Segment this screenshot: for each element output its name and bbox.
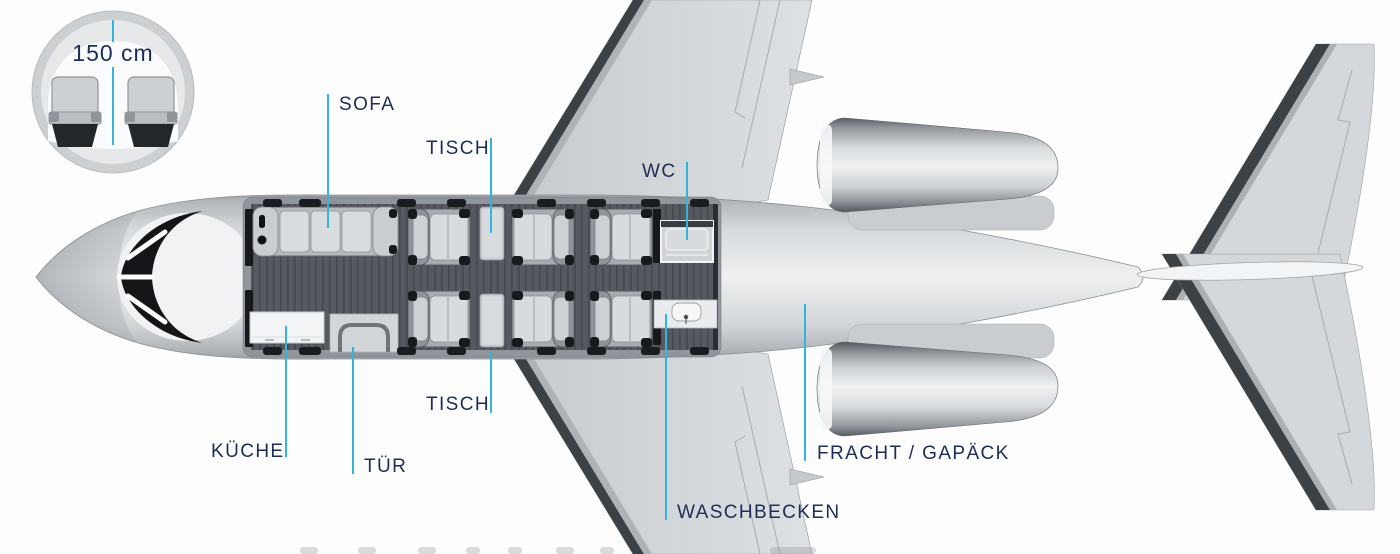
table-top	[479, 206, 505, 261]
cross-section-seat-left	[48, 76, 102, 147]
seat	[589, 208, 653, 266]
label-sofa: SOFA	[339, 94, 396, 115]
washbasin	[653, 299, 718, 329]
leader-lines	[285, 94, 806, 520]
engine-top	[816, 117, 1059, 231]
label-waschbecken: WASCHBECKEN	[677, 502, 841, 523]
seat	[407, 290, 471, 348]
cabin-windows	[263, 199, 709, 355]
reflection-marks	[300, 547, 816, 554]
seat	[407, 208, 471, 266]
wing-bottom	[504, 343, 825, 554]
cross-section-inset: 150 cm	[31, 10, 195, 174]
entry-door	[329, 313, 399, 353]
seat	[511, 290, 575, 348]
label-tisch-top: TISCH	[426, 138, 490, 159]
sofa	[252, 206, 399, 257]
horizontal-stabilizer-top	[1161, 43, 1375, 301]
seat	[511, 208, 575, 266]
label-wc: WC	[642, 161, 677, 182]
label-tuer: TÜR	[364, 456, 408, 477]
height-dimension-value: 150 cm	[72, 40, 153, 66]
cockpit	[116, 211, 257, 343]
horizontal-stabilizer-bottom	[1161, 253, 1375, 511]
engine-bottom	[816, 323, 1059, 437]
table-bottom	[479, 293, 505, 348]
label-tisch-bottom: TISCH	[426, 394, 490, 415]
seat	[589, 290, 653, 348]
wing-top	[504, 0, 825, 211]
label-fracht: FRACHT / GAPÄCK	[817, 443, 1010, 464]
cross-section-seat-right	[124, 76, 178, 147]
cabin-interior	[242, 196, 722, 358]
tail-fin-profile	[1136, 261, 1364, 281]
cockpit-windshield	[121, 211, 203, 343]
label-kueche: KÜCHE	[211, 441, 285, 462]
